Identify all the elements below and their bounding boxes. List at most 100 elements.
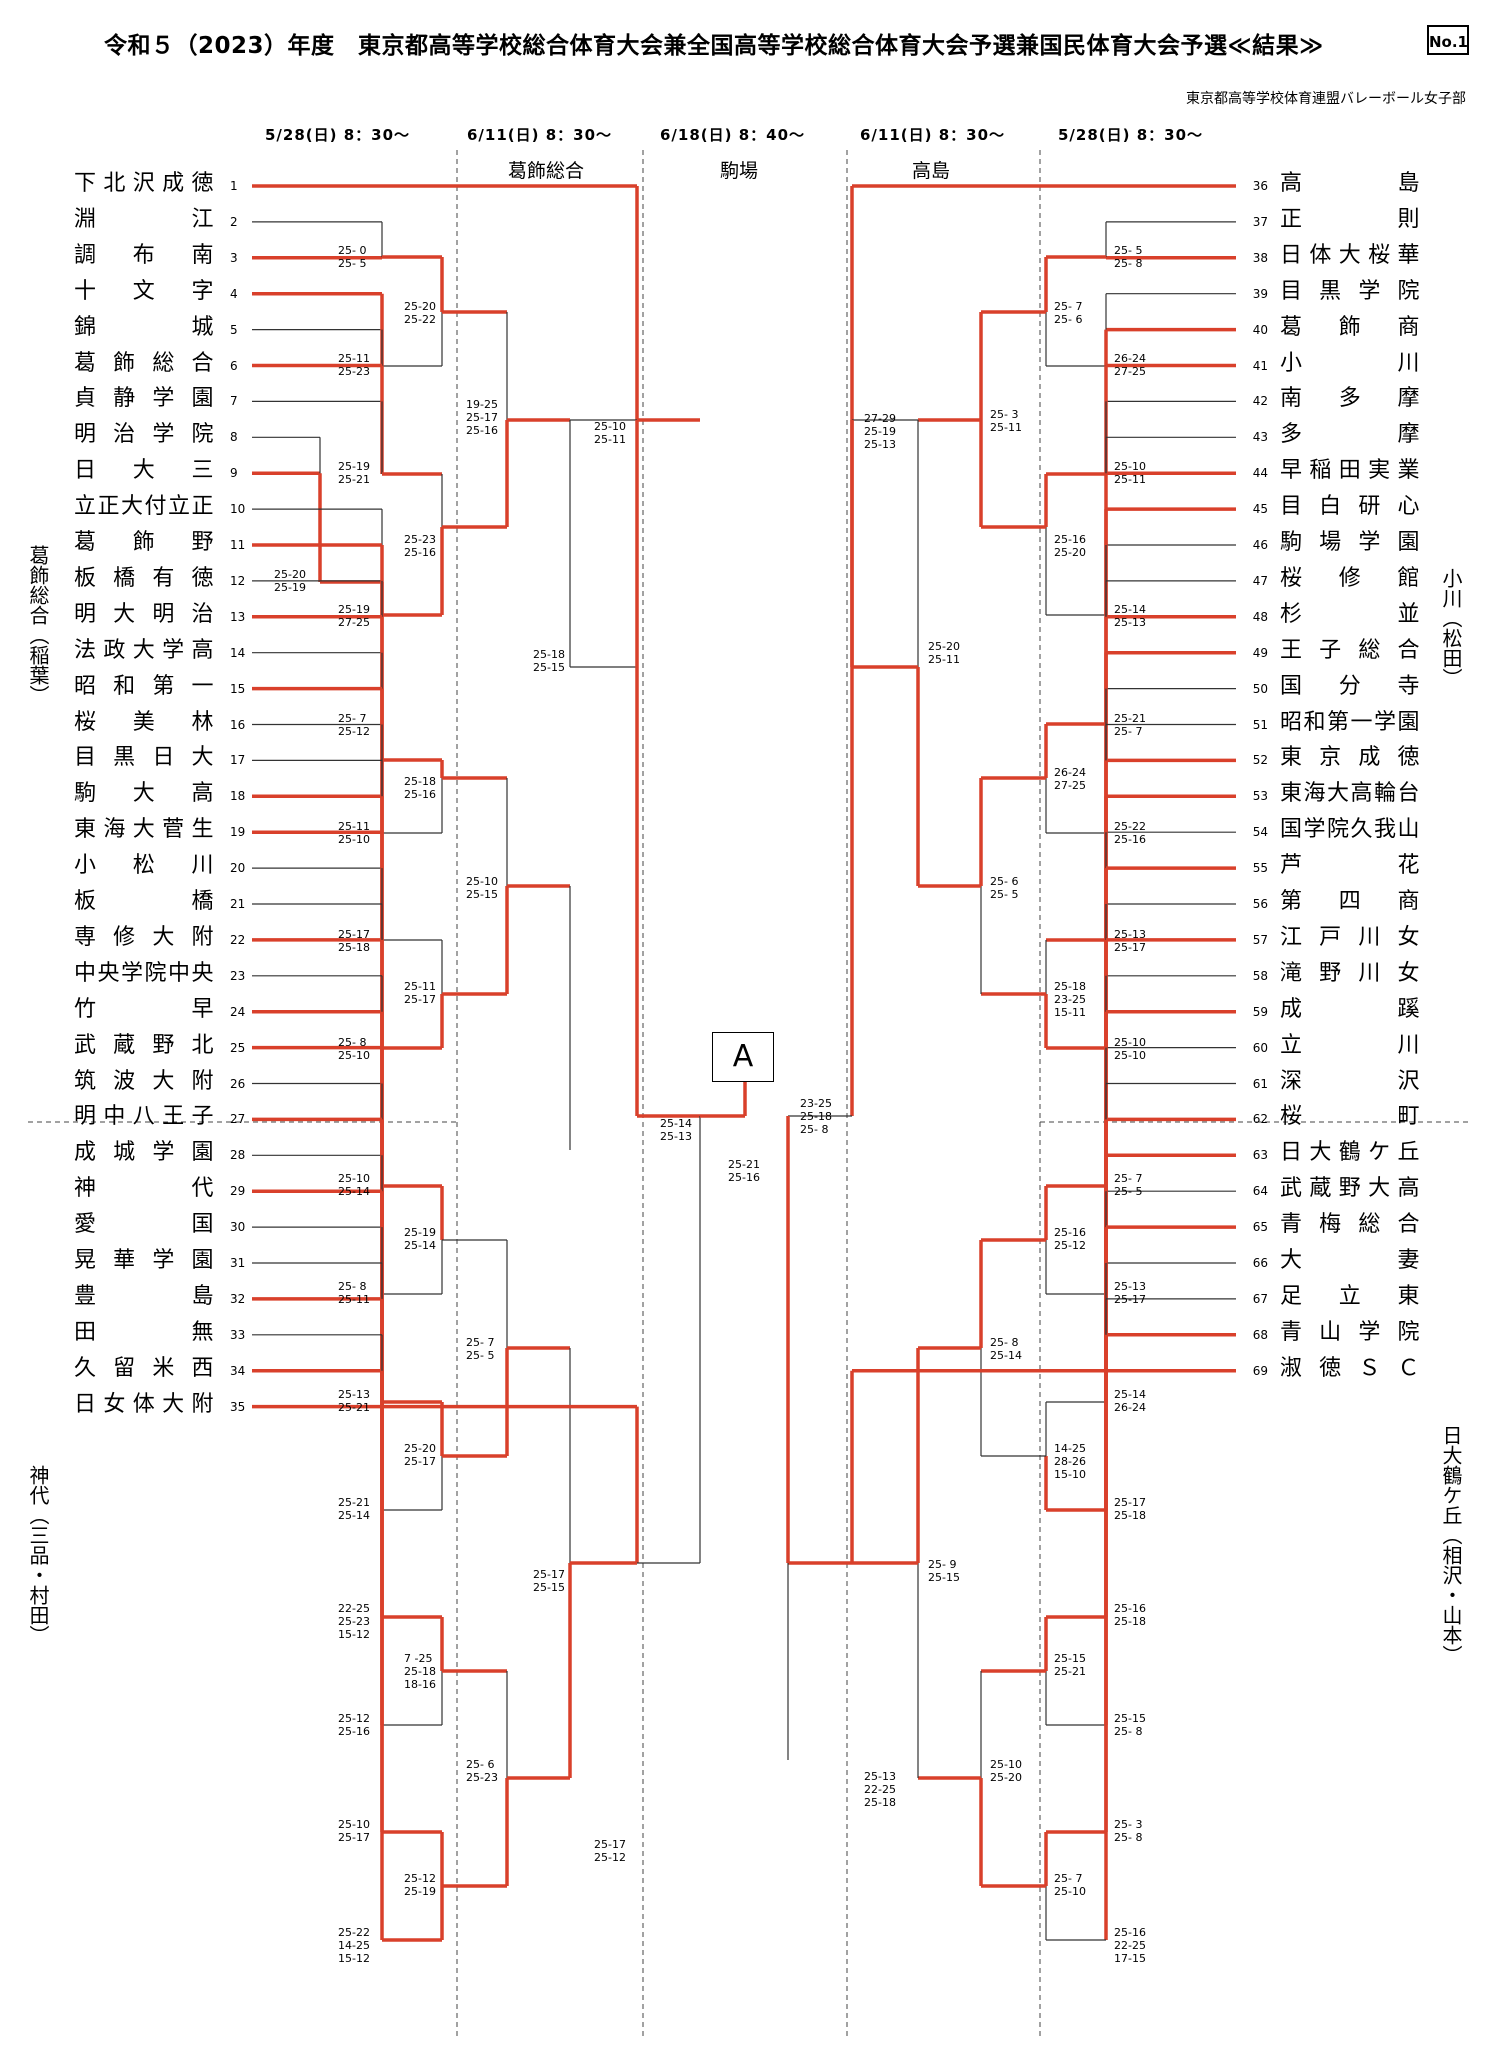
match-score: 25- 7 25- 6 xyxy=(1054,300,1083,326)
venue-right: 高島 xyxy=(912,160,951,182)
match-score: 25- 7 25- 5 xyxy=(1114,1172,1143,1198)
match-score: 25-10 25-10 xyxy=(1114,1036,1146,1062)
team-number: 10 xyxy=(230,502,246,517)
team-number: 21 xyxy=(230,897,246,911)
team-name: 国分寺 xyxy=(1280,673,1420,699)
team-name: 目黒学院 xyxy=(1280,278,1420,304)
team-name: 中央学院中央 xyxy=(74,960,214,986)
team-name: 豊島 xyxy=(74,1283,214,1309)
team-name: 駒場学園 xyxy=(1280,530,1420,555)
match-score: 26-24 27-25 xyxy=(1114,352,1146,378)
team-name: 第四商 xyxy=(1280,889,1420,914)
match-score: 25-10 25-17 xyxy=(338,1818,370,1844)
team-number: 47 xyxy=(1252,573,1268,588)
team-number: 34 xyxy=(230,1363,246,1378)
team-number: 2 xyxy=(230,214,238,229)
team-number: 30 xyxy=(230,1220,246,1235)
match-score: 25-19 25-14 xyxy=(404,1226,436,1252)
team-number: 57 xyxy=(1252,932,1268,947)
team-number: 46 xyxy=(1252,538,1268,552)
match-score: 14-25 28-26 15-10 xyxy=(1054,1442,1086,1481)
match-score: 25-11 25-17 xyxy=(404,980,436,1006)
team-number: 62 xyxy=(1252,1112,1268,1127)
match-score: 25-18 25-16 xyxy=(404,775,436,801)
team-number: 43 xyxy=(1252,430,1268,445)
match-score: 25-19 27-25 xyxy=(338,603,370,629)
team-number: 53 xyxy=(1252,789,1268,804)
team-name: 江戸川女 xyxy=(1280,924,1420,950)
team-name: 正則 xyxy=(1280,206,1420,232)
match-score: 25-13 25-21 xyxy=(338,1388,370,1414)
venue-left: 葛飾総合 xyxy=(508,160,585,182)
team-number: 8 xyxy=(230,430,238,445)
match-score: 25-10 25-14 xyxy=(338,1172,370,1198)
team-number: 17 xyxy=(230,753,246,768)
team-name: 小松川 xyxy=(74,853,214,879)
match-score: 26-24 27-25 xyxy=(1054,766,1086,792)
team-number: 9 xyxy=(230,466,238,481)
team-number: 49 xyxy=(1252,645,1268,660)
team-number: 16 xyxy=(230,717,246,732)
team-number: 22 xyxy=(230,932,246,947)
team-number: 29 xyxy=(230,1184,246,1199)
team-number: 13 xyxy=(230,609,246,624)
team-name: 多摩 xyxy=(1280,422,1420,448)
date-round1-right: 5/28(日) 8：30～ xyxy=(1058,126,1204,144)
match-score: 25-16 25-12 xyxy=(1054,1226,1086,1252)
team-name: 昭和第一 xyxy=(74,673,214,699)
team-name: 大妻 xyxy=(1280,1248,1420,1273)
team-number: 45 xyxy=(1252,502,1268,517)
team-name: 明中八王子 xyxy=(74,1104,214,1130)
team-name: 武蔵野北 xyxy=(74,1032,214,1058)
team-name: 目黒日大 xyxy=(74,745,214,771)
match-score: 25- 7 25-10 xyxy=(1054,1872,1086,1898)
match-score: 25-16 25-18 xyxy=(1114,1602,1146,1628)
team-number: 31 xyxy=(230,1256,246,1270)
team-name: 葛飾総合 xyxy=(74,350,214,376)
match-score: 25- 6 25-23 xyxy=(466,1758,498,1784)
match-score: 25-14 25-13 xyxy=(1114,603,1146,629)
match-score: 25-10 25-15 xyxy=(466,875,498,901)
team-number: 58 xyxy=(1252,968,1268,983)
team-name: 青梅総合 xyxy=(1280,1212,1420,1238)
team-number: 68 xyxy=(1252,1327,1268,1342)
team-name: 専修大附 xyxy=(74,924,214,950)
team-name: 青山学院 xyxy=(1280,1319,1420,1345)
match-score: 25- 3 25-11 xyxy=(990,408,1022,434)
team-name: 東海大高輪台 xyxy=(1280,781,1420,807)
team-number: 37 xyxy=(1252,214,1268,229)
match-score: 23-25 25-18 25- 8 xyxy=(800,1097,832,1136)
team-name: 深沢 xyxy=(1280,1068,1420,1094)
match-score: 22-25 25-23 15-12 xyxy=(338,1602,370,1641)
team-name: 愛国 xyxy=(74,1212,214,1238)
team-number: 24 xyxy=(230,1004,246,1019)
team-number: 61 xyxy=(1252,1076,1268,1091)
match-score: 25-16 22-25 17-15 xyxy=(1114,1926,1146,1965)
team-number: 35 xyxy=(230,1399,246,1414)
team-name: 小川 xyxy=(1280,350,1420,376)
team-name: 日体大桜華 xyxy=(1280,242,1420,268)
team-number: 56 xyxy=(1252,897,1268,911)
team-number: 11 xyxy=(230,538,246,552)
team-name: 芦花 xyxy=(1280,853,1420,879)
match-score: 25-18 23-25 15-11 xyxy=(1054,980,1086,1019)
team-number: 36 xyxy=(1252,179,1268,193)
team-number: 40 xyxy=(1252,322,1268,337)
match-score: 19-25 25-17 25-16 xyxy=(466,398,498,437)
match-score: 25- 8 25-11 xyxy=(338,1280,370,1306)
final-box-a: A xyxy=(712,1032,774,1082)
team-name: 立川 xyxy=(1280,1032,1420,1058)
team-name: 杉並 xyxy=(1280,601,1420,627)
team-name: 竹早 xyxy=(74,996,214,1022)
team-name: 王子総合 xyxy=(1280,637,1420,663)
team-name: 桜美林 xyxy=(74,709,214,735)
team-number: 5 xyxy=(230,322,238,337)
team-name: 十文字 xyxy=(74,278,214,304)
page-title: 令和５（2023）年度 東京都高等学校総合体育大会兼全国高等学校総合体育大会予選… xyxy=(104,33,1324,59)
team-number: 66 xyxy=(1252,1256,1268,1270)
match-score: 25- 8 25-10 xyxy=(338,1036,370,1062)
team-number: 63 xyxy=(1252,1148,1268,1163)
team-number: 69 xyxy=(1252,1363,1268,1378)
match-score: 25- 5 25- 8 xyxy=(1114,244,1143,270)
match-score: 25-20 25-11 xyxy=(928,640,960,666)
